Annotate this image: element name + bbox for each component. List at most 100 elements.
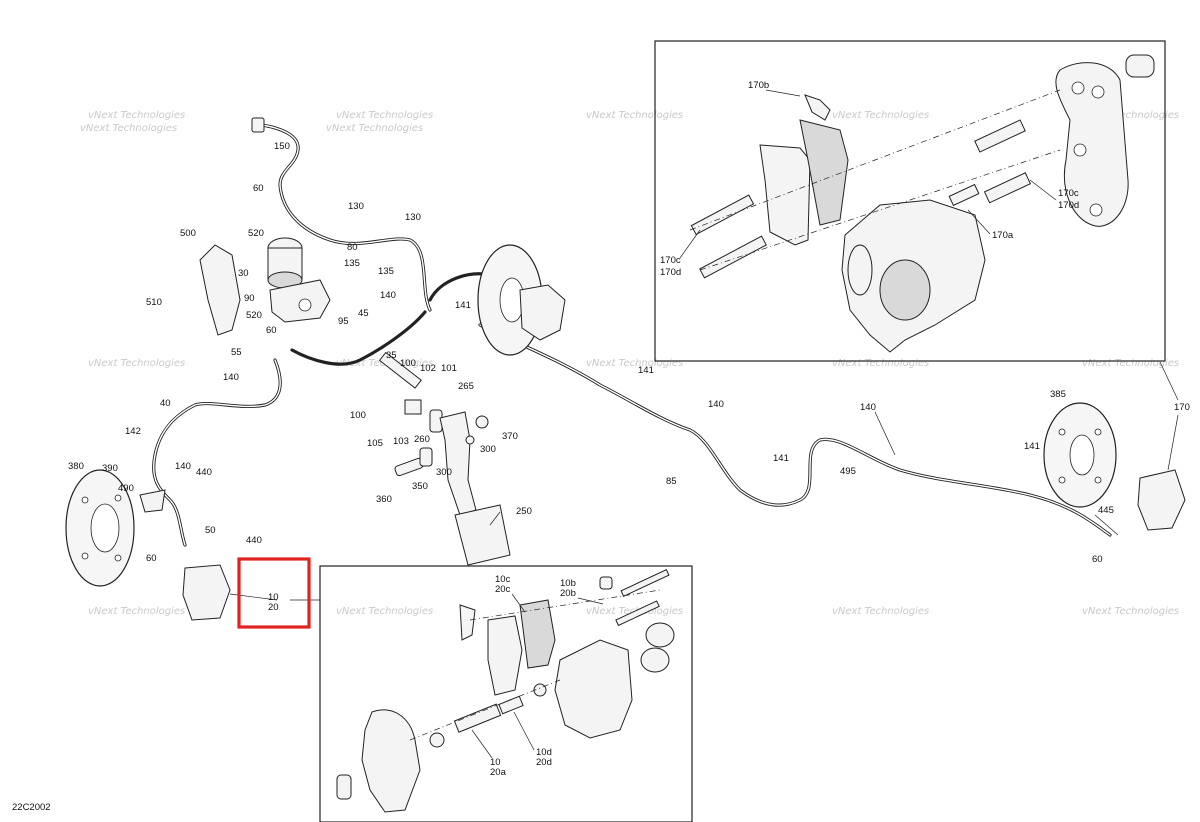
callout-label: 170b xyxy=(748,80,769,91)
callout-130: 130 xyxy=(405,212,421,223)
callout-label: 10 xyxy=(490,757,501,768)
callout-390: 390 xyxy=(102,463,118,474)
highlight-box xyxy=(237,557,311,629)
nut xyxy=(465,435,475,445)
guide-pin xyxy=(974,119,1026,153)
callout-60: 60 xyxy=(253,183,264,194)
leader-line xyxy=(874,411,896,456)
front-left-disc-group xyxy=(65,469,231,621)
bracket-hole xyxy=(1091,85,1105,99)
callout-60: 60 xyxy=(146,553,157,564)
brake-hose-upper-inner xyxy=(261,124,431,311)
callout-135: 135 xyxy=(344,258,360,269)
caliper-bolt xyxy=(690,194,755,236)
watermark: vNext Technologies xyxy=(88,358,185,369)
inset-rear-caliper: 170b 170c 170d 170a 170c 170d xyxy=(660,54,1155,353)
brake-lines xyxy=(152,123,1112,547)
bracket-hole xyxy=(1071,81,1085,95)
front-pad-inner xyxy=(519,599,556,669)
callout-label: 20a xyxy=(490,767,507,778)
callout-35: 35 xyxy=(386,350,397,361)
bushing xyxy=(419,447,433,467)
slide-pin xyxy=(620,569,670,597)
leader-line xyxy=(1159,361,1179,401)
callout-250: 250 xyxy=(516,506,532,517)
brake-line-rear-long xyxy=(478,323,1112,537)
master-cylinder-group xyxy=(199,117,331,336)
callout-130: 130 xyxy=(348,201,364,212)
callout-141: 141 xyxy=(638,365,654,376)
callout-60: 60 xyxy=(266,325,277,336)
callout-141: 141 xyxy=(455,300,471,311)
rear-caliper xyxy=(519,284,566,341)
callout-60: 60 xyxy=(1092,554,1103,565)
clevis xyxy=(404,399,422,415)
brake-pad-outer xyxy=(759,144,811,246)
watermark-layer: vNext Technologies vNext Technologies vN… xyxy=(80,110,1179,617)
callout-385: 385 xyxy=(1050,389,1066,400)
watermark: vNext Technologies xyxy=(80,123,177,134)
callout-102: 102 xyxy=(420,363,436,374)
callout-label: 10b xyxy=(560,578,576,589)
leader-line xyxy=(577,597,604,605)
callout-10: 10 xyxy=(268,592,279,603)
leader-line xyxy=(489,511,501,526)
callout-300: 300 xyxy=(480,444,496,455)
front-bracket xyxy=(361,709,421,813)
callout-95: 95 xyxy=(338,316,349,327)
callout-45: 45 xyxy=(358,308,369,319)
watermark: vNext Technologies xyxy=(832,110,929,121)
rear-right-caliper xyxy=(1137,469,1186,531)
guide-pin xyxy=(983,172,1032,204)
pedal-pad xyxy=(454,504,511,566)
front-piston xyxy=(640,647,670,673)
leader-line xyxy=(967,209,991,235)
callout-55: 55 xyxy=(231,347,242,358)
brake-line-rear-long-inner xyxy=(479,324,1111,536)
callout-20: 20 xyxy=(268,602,279,613)
callout-label: 20c xyxy=(495,584,511,595)
callout-100: 100 xyxy=(350,410,366,421)
slide-pin xyxy=(615,600,660,627)
callout-80: 80 xyxy=(347,242,358,253)
inset-front-caliper: 10c 20c 10b 20b 10d 20d 10 20a xyxy=(336,569,675,813)
front-pad-outer xyxy=(487,615,523,696)
assembly-line xyxy=(469,589,661,621)
brake-pad-inner xyxy=(799,119,849,226)
brake-hose-front-left-inner xyxy=(153,359,281,546)
leader-line xyxy=(513,711,535,751)
master-cylinder-port xyxy=(298,298,312,312)
brake-hose-front-left xyxy=(152,358,282,547)
callout-85: 85 xyxy=(666,476,677,487)
callout-label: 170c xyxy=(1058,188,1079,199)
rear-right-disc-group xyxy=(1043,402,1186,531)
callout-140: 140 xyxy=(860,402,876,413)
watermark: vNext Technologies xyxy=(88,606,185,617)
bleed-screw xyxy=(948,183,980,207)
watermark: vNext Technologies xyxy=(336,606,433,617)
disc-hole xyxy=(1094,428,1102,436)
disc-hole xyxy=(1094,476,1102,484)
leader-line xyxy=(679,229,701,259)
callout-140: 140 xyxy=(708,399,724,410)
pedal-stop xyxy=(475,415,489,429)
disc-hub xyxy=(1069,434,1095,476)
callout-label: 170a xyxy=(992,230,1014,241)
callout-141: 141 xyxy=(773,453,789,464)
assembly-line xyxy=(689,89,1061,231)
callout-105: 105 xyxy=(367,438,383,449)
callout-150: 150 xyxy=(274,141,290,152)
watermark: vNext Technologies xyxy=(88,110,185,121)
callout-350: 350 xyxy=(412,481,428,492)
callout-label: 10c xyxy=(495,574,511,585)
callout-510: 510 xyxy=(146,297,162,308)
pivot-bolt xyxy=(394,457,424,477)
callout-140: 140 xyxy=(223,372,239,383)
callout-440: 440 xyxy=(196,467,212,478)
watermark: vNext Technologies xyxy=(832,606,929,617)
callout-30: 30 xyxy=(238,268,249,279)
callout-370: 370 xyxy=(502,431,518,442)
watermark: vNext Technologies xyxy=(336,110,433,121)
callout-520: 520 xyxy=(248,228,264,239)
front-caliper-body xyxy=(554,639,633,739)
